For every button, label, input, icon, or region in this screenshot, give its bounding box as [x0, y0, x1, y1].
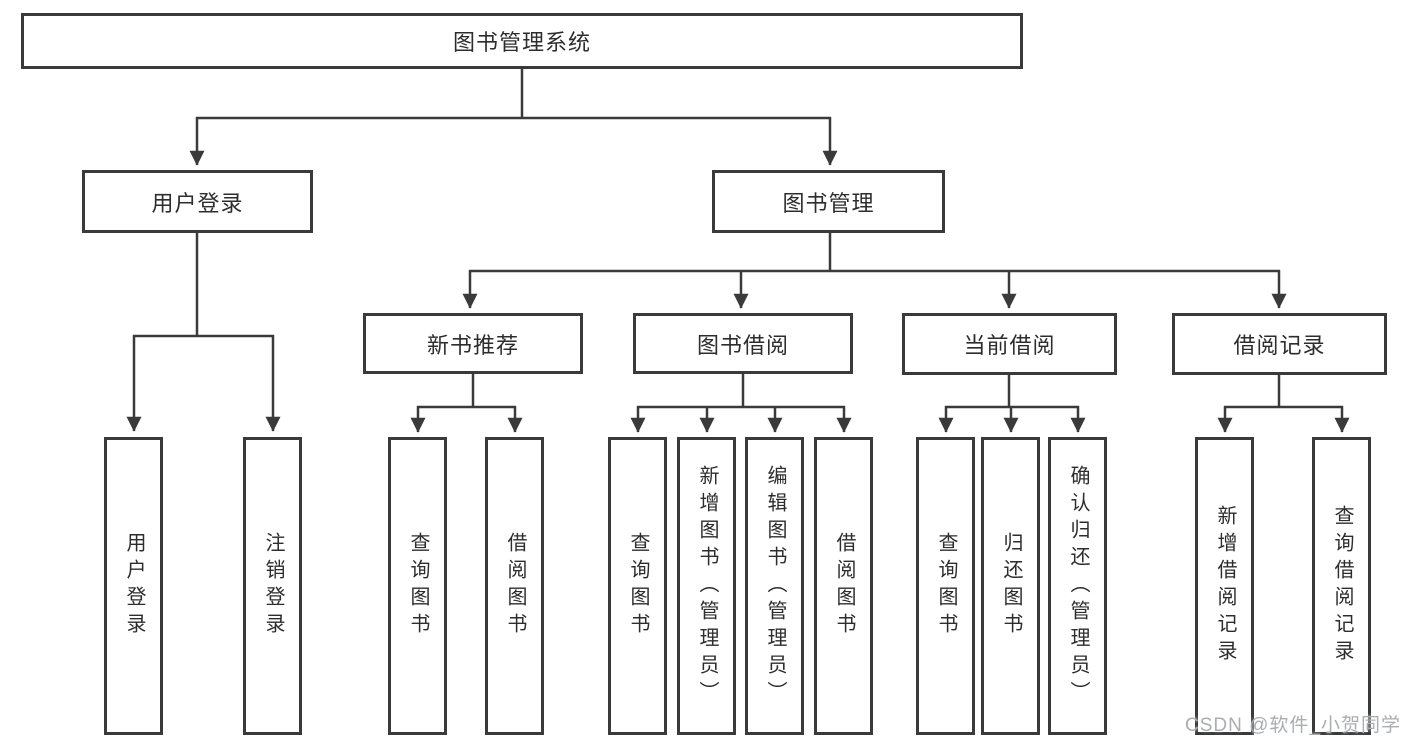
- node-label: 新增图书（管理员）: [696, 464, 718, 708]
- node-new-book-recommendation: 新书推荐: [363, 313, 583, 374]
- node-label: 用户登录: [151, 190, 244, 216]
- node-label: 查询图书: [935, 532, 957, 640]
- node-return-books: 归还图书: [981, 437, 1040, 735]
- node-label: 查询借阅记录: [1331, 505, 1353, 667]
- node-query-books-borrow: 查询图书: [608, 437, 667, 735]
- node-label: 借阅记录: [1233, 333, 1326, 358]
- node-add-books-admin: 新增图书（管理员）: [677, 437, 736, 735]
- node-query-books-current: 查询图书: [916, 437, 975, 735]
- node-query-borrow-record: 查询借阅记录: [1312, 437, 1371, 735]
- node-book-borrowing: 图书借阅: [633, 313, 853, 374]
- node-label: 用户登录: [123, 532, 145, 640]
- node-label: 当前借阅: [963, 333, 1056, 358]
- node-user-login: 用户登录: [82, 170, 313, 233]
- node-label: 注销登录: [262, 532, 284, 640]
- node-label: 查询图书: [627, 532, 649, 640]
- node-label: 归还图书: [1000, 532, 1022, 640]
- node-borrow-books-recommend: 借阅图书: [485, 437, 544, 735]
- node-current-borrowing: 当前借阅: [902, 313, 1117, 375]
- node-edit-books-admin: 编辑图书（管理员）: [745, 437, 804, 735]
- node-label: 查询图书: [407, 532, 429, 640]
- node-label: 新书推荐: [426, 332, 519, 358]
- node-label: 借阅图书: [504, 532, 526, 640]
- node-label: 确认归还（管理员）: [1067, 464, 1089, 708]
- node-label: 图书管理系统: [452, 30, 591, 55]
- node-borrow-books-action: 借阅图书: [814, 437, 873, 735]
- node-confirm-return-admin: 确认归还（管理员）: [1048, 437, 1107, 735]
- node-user-login-action: 用户登录: [104, 437, 163, 735]
- node-book-management: 图书管理: [712, 170, 945, 233]
- node-query-books-recommend: 查询图书: [388, 437, 447, 735]
- node-library-management-system: 图书管理系统: [21, 13, 1023, 69]
- node-add-borrow-record: 新增借阅记录: [1195, 437, 1254, 735]
- node-label: 新增借阅记录: [1214, 505, 1236, 667]
- node-logout-action: 注销登录: [243, 437, 302, 735]
- node-label: 编辑图书（管理员）: [764, 464, 786, 708]
- node-label: 借阅图书: [833, 532, 855, 640]
- node-label: 图书管理: [782, 190, 875, 216]
- node-borrowing-records: 借阅记录: [1172, 313, 1387, 375]
- csdn-watermark: CSDN @软件_小贺同学: [1185, 715, 1401, 736]
- node-label: 图书借阅: [696, 332, 789, 358]
